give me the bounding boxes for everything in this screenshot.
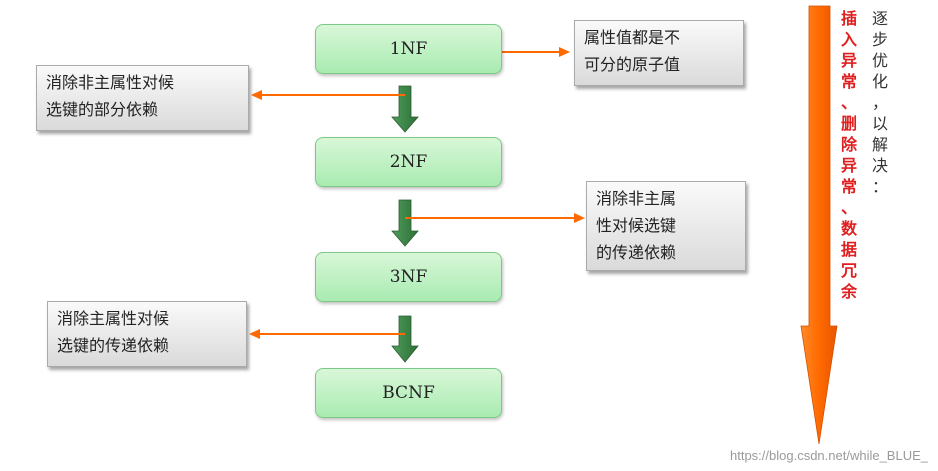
side-char: 常 [840,177,857,196]
down-arrow-2nf-3nf [391,199,419,247]
side-char: 除 [840,135,857,154]
side-char: 冗 [840,261,857,280]
side-char: 解 [871,135,888,154]
side-text-anomalies: 插 入 异 常 、 删 除 异 常 、 数 据 冗 余 [839,8,859,302]
node-2nf: 2NF [315,137,502,187]
node-1nf: 1NF [315,24,502,74]
arrow-to-transitive-prime-note [249,329,405,339]
note-atomic-values: 属性值都是不 可分的原子值 [574,20,744,86]
watermark-url: https://blog.csdn.net/while_BLUE_ [729,448,928,463]
side-char: 数 [840,219,857,238]
side-char: 步 [871,30,888,49]
side-char: ： [871,177,888,196]
side-char: 常 [840,72,857,91]
note-transitive-prime-line-1: 消除主属性对候 [57,309,170,328]
side-char: 优 [871,51,888,70]
side-char: 入 [840,30,857,49]
note-transitive-nonprime-line-3: 的传递依赖 [596,243,677,262]
side-char: 异 [840,156,857,175]
side-text-optimize: 逐 步 优 化 ， 以 解 决 ： [870,8,890,197]
note-transitive-nonprime-line-2: 性对候选键 [596,216,677,235]
side-char: 决 [871,156,888,175]
note-partial-dependency: 消除非主属性对候 选键的部分依赖 [36,65,249,131]
side-char: 插 [840,9,857,28]
side-char: 余 [840,282,857,301]
note-atomic-line-2: 可分的原子值 [584,55,681,74]
side-char: 异 [840,51,857,70]
side-char: 、 [840,198,857,217]
arrow-to-atomic-note [500,47,570,57]
side-char: 逐 [871,9,888,28]
side-char: 以 [871,114,888,133]
note-partial-line-2: 选键的部分依赖 [46,100,159,119]
note-transitive-prime: 消除主属性对候 选键的传递依赖 [47,301,247,367]
arrow-to-partial-note [251,90,405,100]
side-char: 删 [840,114,857,133]
note-transitive-prime-line-2: 选键的传递依赖 [57,336,170,355]
side-char: ， [871,93,888,112]
side-char: 化 [871,72,888,91]
note-transitive-nonprime: 消除非主属 性对候选键 的传递依赖 [586,181,746,271]
note-atomic-line-1: 属性值都是不 [584,28,681,47]
arrow-to-transitive-nonprime-note [405,213,585,223]
note-partial-line-1: 消除非主属性对候 [46,73,175,92]
side-char: 、 [840,93,857,112]
node-3nf: 3NF [315,252,502,302]
side-char: 据 [840,240,857,259]
node-bcnf: BCNF [315,368,502,418]
big-progress-arrow [800,5,838,445]
down-arrow-1nf-2nf [391,85,419,133]
note-transitive-nonprime-line-1: 消除非主属 [596,189,677,208]
down-arrow-3nf-bcnf [391,315,419,363]
